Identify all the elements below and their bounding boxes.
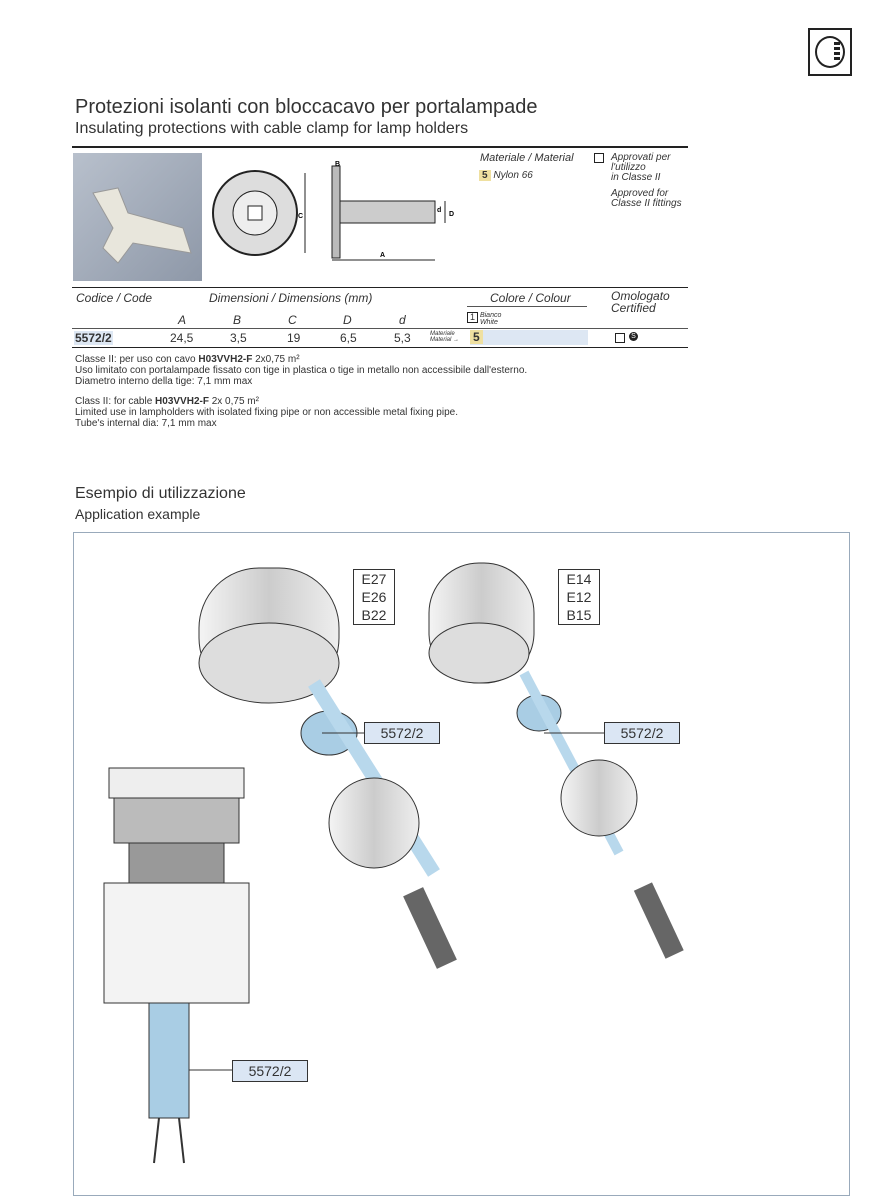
certification-mark-icon: S <box>629 332 638 341</box>
dim-label-c: C <box>298 213 303 220</box>
technical-drawing: C B A D d <box>212 161 454 261</box>
colour-header: Colore / Colour <box>490 291 571 305</box>
divider <box>467 306 587 307</box>
product-photo <box>73 153 202 281</box>
product-code: 5572/2 <box>74 331 113 345</box>
page-title: Protezioni isolanti con bloccacavo per p… <box>75 96 538 118</box>
dim-label-b: B <box>335 161 340 168</box>
divider <box>72 287 688 288</box>
col-b: B <box>233 313 242 327</box>
dimensions-header: Dimensioni / Dimensions (mm) <box>209 291 373 305</box>
dim-label-d: D <box>449 211 454 218</box>
brand-logo <box>808 28 852 76</box>
class-ii-icon <box>615 333 625 343</box>
divider <box>72 347 688 348</box>
dim-label-small-d: d <box>437 207 441 214</box>
col-d: D <box>343 313 352 327</box>
class-ii-icon <box>594 153 604 163</box>
col-c: C <box>288 313 297 327</box>
lampholder-illustration <box>103 562 684 1164</box>
example-title: Esempio di utilizzazione <box>75 485 246 502</box>
divider <box>72 146 688 148</box>
callout-code-section: 5572/2 <box>232 1060 308 1082</box>
divider <box>72 328 688 329</box>
page-subtitle: Insulating protections with cable clamp … <box>75 120 469 137</box>
code-header: Codice / Code <box>76 291 153 305</box>
col-small-d: d <box>399 313 406 327</box>
callout-code-small: 5572/2 <box>604 722 680 744</box>
dim-label-a: A <box>380 252 385 259</box>
material-label: Materiale / Material <box>480 152 574 164</box>
callout-code-large: 5572/2 <box>364 722 440 744</box>
col-a: A <box>178 313 187 327</box>
notes-en: Class II: for cable H03VVH2-F 2x 0,75 m²… <box>75 396 458 429</box>
notes-it: Classe II: per uso con cavo H03VVH2-F 2x… <box>75 354 528 387</box>
material-value: 5 Nylon 66 <box>479 170 533 181</box>
example-subtitle: Application example <box>75 506 201 522</box>
